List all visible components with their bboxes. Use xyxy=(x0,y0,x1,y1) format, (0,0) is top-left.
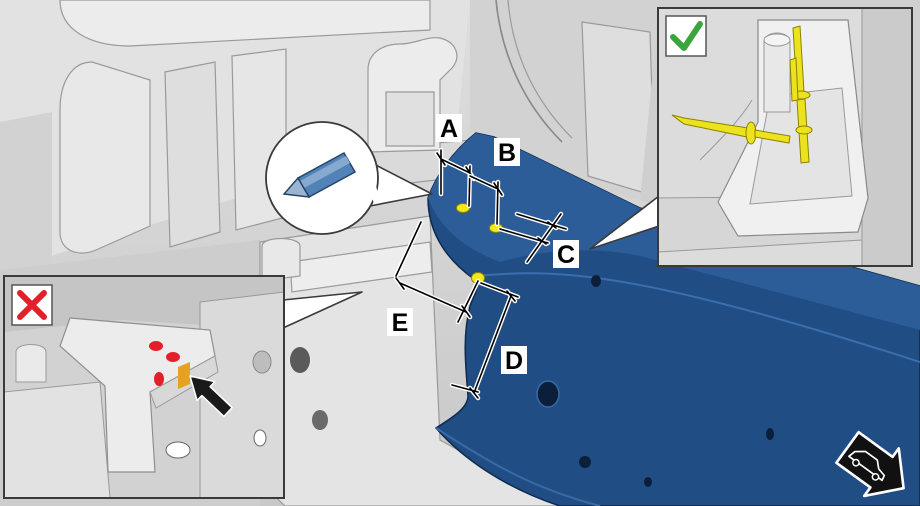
rail-hole-4 xyxy=(644,477,652,487)
rivet-short xyxy=(789,57,799,102)
label-b-box xyxy=(494,138,520,166)
inset-hole-3 xyxy=(165,441,191,459)
inset-stud-top xyxy=(763,33,791,47)
label-d-box xyxy=(501,346,527,374)
floor-ridge xyxy=(289,241,433,293)
rail-hole-1 xyxy=(591,275,601,287)
rail-lower-edge xyxy=(435,427,601,506)
rivet-short-shaft xyxy=(789,57,799,102)
incorrect-inset xyxy=(3,275,363,499)
x-mark-icon xyxy=(11,284,53,326)
dimension-lines xyxy=(393,147,569,401)
dimension-e xyxy=(393,219,481,325)
rail-hole-2 xyxy=(766,428,774,440)
car-wheel-rear xyxy=(852,458,860,467)
x-mark-glyph xyxy=(17,290,47,320)
upper-crossmember xyxy=(59,0,431,47)
label-e: E xyxy=(387,308,413,337)
correct-inset-frame xyxy=(657,7,913,267)
rib-1 xyxy=(164,61,221,248)
direction-arrow-shape xyxy=(835,430,905,498)
check-mark-icon xyxy=(665,15,707,57)
inset-stud xyxy=(15,344,47,383)
label-d: D xyxy=(501,346,527,375)
label-e-text: E xyxy=(392,309,409,337)
rail-hole-large xyxy=(536,380,560,408)
hose-line-1 xyxy=(495,0,563,143)
hose-line-2 xyxy=(507,0,573,139)
incorrect-inset-frame xyxy=(3,275,285,499)
dimension-labels: A B C D E xyxy=(387,114,579,375)
label-b-text: B xyxy=(498,139,516,167)
floor-stud xyxy=(261,237,301,282)
check-mark-glyph xyxy=(670,21,703,51)
incorrect-weld-point-3 xyxy=(154,372,164,386)
left-shadow-panel xyxy=(0,112,52,278)
rail-fold-line xyxy=(475,272,920,363)
label-a: A xyxy=(436,114,462,143)
car-silhouette-icon xyxy=(848,450,886,482)
inset-right-panel xyxy=(199,291,284,498)
floor-hole-1 xyxy=(290,347,310,373)
dimension-c xyxy=(497,211,569,265)
left-tube xyxy=(59,61,151,254)
label-c-box xyxy=(553,240,579,268)
label-c: C xyxy=(553,240,579,269)
rail-hole-3 xyxy=(579,456,591,468)
label-e-box xyxy=(387,308,413,336)
car-wheel-front xyxy=(871,472,880,481)
label-a-box xyxy=(436,114,462,142)
correct-inset-content xyxy=(658,8,912,266)
inset-hole-2 xyxy=(253,429,267,447)
rivet-vertical-lower-head xyxy=(795,125,813,135)
arrow-icon xyxy=(189,375,233,418)
inset-left-flange xyxy=(4,381,111,498)
floor-hole-2 xyxy=(312,410,328,430)
punch-tool-tip xyxy=(282,176,311,198)
incorrect-edge-mark xyxy=(178,362,190,389)
dimension-a xyxy=(434,147,477,209)
vehicle-direction-arrow-icon xyxy=(835,430,905,498)
dimension-b xyxy=(467,173,505,227)
correct-inset xyxy=(589,7,913,267)
label-d-text: D xyxy=(505,347,523,375)
inset-hole-1 xyxy=(252,350,272,374)
label-c-text: C xyxy=(557,241,575,269)
punch-tool-highlight xyxy=(300,156,350,188)
inset-pillar xyxy=(861,8,912,266)
incorrect-weld-point-2 xyxy=(166,352,180,362)
punch-tool-icon xyxy=(282,151,357,199)
post-face xyxy=(385,91,435,147)
label-a-text: A xyxy=(440,115,458,143)
rivet-horizontal-mandrel xyxy=(754,129,791,144)
label-b: B xyxy=(494,138,520,167)
rivet-horizontal xyxy=(671,114,791,145)
incorrect-inset-content xyxy=(4,276,284,498)
rivet-vertical-lower xyxy=(795,98,813,164)
incorrect-weld-point-1 xyxy=(149,341,163,351)
tool-callout-joint xyxy=(362,162,380,204)
tool-callout xyxy=(265,121,433,235)
dimension-d xyxy=(449,280,521,401)
